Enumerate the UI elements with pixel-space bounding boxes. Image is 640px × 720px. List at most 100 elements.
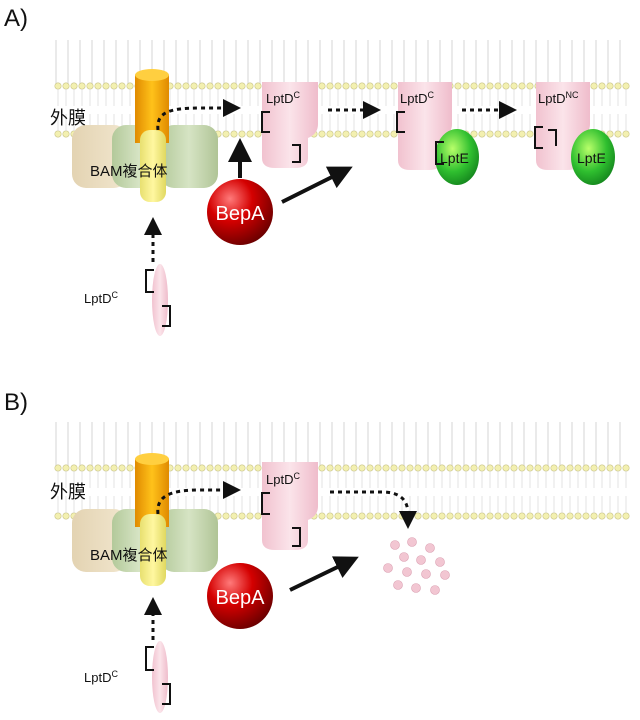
lipid-head <box>590 82 598 90</box>
peptide-fragment <box>421 569 431 579</box>
lipid-head <box>414 512 422 520</box>
lipid-head <box>174 82 182 90</box>
lipid-head <box>606 464 614 472</box>
lipid-head <box>246 464 254 472</box>
lptd-bracket <box>261 111 270 133</box>
outer-membrane-label-b: 外膜 <box>50 482 86 502</box>
bam-complex-label-a: BAM複合体 <box>90 163 168 180</box>
lipid-head <box>462 464 470 472</box>
lipid-head <box>54 464 62 472</box>
lipid-head <box>334 464 342 472</box>
lipid-head <box>518 512 526 520</box>
lipid-head <box>86 82 94 90</box>
unfolded-lptd-shape <box>152 641 168 713</box>
lipid-head <box>566 512 574 520</box>
bama-barrel-top <box>135 453 169 465</box>
lipid-head <box>390 512 398 520</box>
lipid-head <box>526 512 534 520</box>
lipid-head <box>598 82 606 90</box>
lipid-head <box>574 464 582 472</box>
bama-potra <box>140 514 166 586</box>
lipid-head <box>622 82 630 90</box>
lipid-head <box>350 512 358 520</box>
lipid-head <box>62 464 70 472</box>
lpte-label-a2: LptE <box>577 150 606 166</box>
lipid-head <box>78 464 86 472</box>
lipid-head <box>350 464 358 472</box>
lipid-head <box>318 464 326 472</box>
lipid-head <box>126 82 134 90</box>
lipid-head <box>486 464 494 472</box>
lipid-head <box>494 130 502 138</box>
lipid-head <box>94 464 102 472</box>
lipid-head <box>342 512 350 520</box>
degraded-lptd-fragments <box>383 537 450 595</box>
lptd-c-membrane-b: LptDC <box>261 462 318 550</box>
lipid-head <box>214 464 222 472</box>
bepa-right-arrow-b <box>289 556 359 592</box>
lipid-head <box>622 464 630 472</box>
lipid-head <box>358 512 366 520</box>
lipid-head <box>454 464 462 472</box>
lipid-head <box>222 464 230 472</box>
lipid-head <box>222 130 230 138</box>
lipid-head <box>430 464 438 472</box>
lipid-head <box>382 464 390 472</box>
lipid-head <box>390 464 398 472</box>
lipid-head <box>238 82 246 90</box>
lipid-head <box>606 512 614 520</box>
insertion-arrow-a <box>156 99 241 131</box>
lipid-head <box>478 82 486 90</box>
panel-b: B) BAM複合体 外膜 LptDC BepA <box>4 389 630 713</box>
lipid-head <box>54 130 62 138</box>
peptide-fragment <box>407 537 417 547</box>
lipid-head <box>254 130 262 138</box>
lipid-head <box>342 464 350 472</box>
lipid-head <box>438 464 446 472</box>
lipid-head <box>518 82 526 90</box>
lptd-bracket <box>145 269 154 293</box>
bepa-label-b: BepA <box>216 587 266 609</box>
lipid-head <box>502 512 510 520</box>
lipid-head <box>430 512 438 520</box>
bama-barrel-top <box>135 69 169 81</box>
bepa-sphere <box>207 563 273 629</box>
lpte <box>571 129 615 185</box>
unfolded-lptd-b: LptDC <box>84 641 171 713</box>
lipid-head <box>230 464 238 472</box>
lipid-head <box>318 82 326 90</box>
lipid-head <box>190 464 198 472</box>
lipid-head <box>550 512 558 520</box>
lptd-c-lpte-complex: LptE LptDC <box>396 82 479 185</box>
lipid-head <box>534 512 542 520</box>
peptide-fragment <box>390 540 400 550</box>
lipid-head <box>342 130 350 138</box>
lipid-head <box>374 464 382 472</box>
lipid-head <box>102 82 110 90</box>
lipid-head <box>318 512 326 520</box>
peptide-fragment <box>402 567 412 577</box>
lipid-head <box>190 82 198 90</box>
lipid-head <box>550 464 558 472</box>
bam-complex-a: BAM複合体 <box>72 69 218 202</box>
lipid-head <box>486 82 494 90</box>
lipid-head <box>254 512 262 520</box>
lipid-head <box>454 82 462 90</box>
lipid-head <box>534 464 542 472</box>
lptd-c-label-a1: LptDC <box>266 90 300 106</box>
lipid-head <box>102 464 110 472</box>
peptide-fragment <box>383 563 393 573</box>
lipid-head <box>326 130 334 138</box>
peptide-fragment <box>416 555 426 565</box>
lipid-head <box>246 130 254 138</box>
lipid-head <box>510 464 518 472</box>
bam-subunit <box>160 509 218 572</box>
lipid-head <box>542 512 550 520</box>
lipid-head <box>590 464 598 472</box>
lipid-head <box>182 464 190 472</box>
lipid-head <box>502 82 510 90</box>
lipid-head <box>382 512 390 520</box>
peptide-fragment <box>393 580 403 590</box>
lptd-c-membrane-a: LptDC <box>261 82 318 168</box>
lipid-head <box>374 130 382 138</box>
